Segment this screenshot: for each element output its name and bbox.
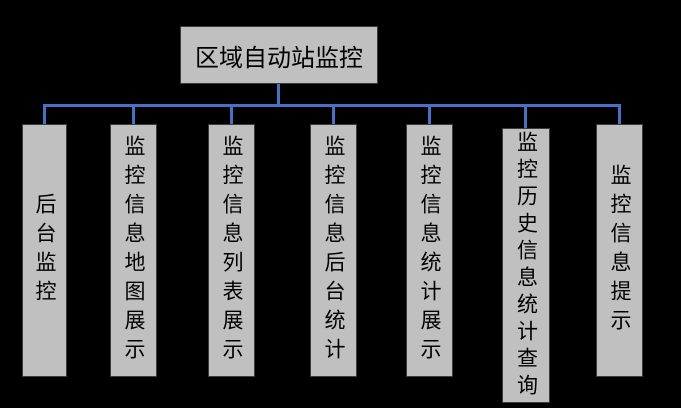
connector-drop-7 [618,104,621,124]
leaf-node-label: 监控信息统计展示 [418,134,442,367]
leaf-node-1: 后台监控 [22,124,67,377]
leaf-node-3: 监控信息列表展示 [208,124,255,377]
leaf-node-label: 监控历史信息统计查询 [514,130,539,401]
connector-trunk [277,84,280,104]
connector-drop-3 [230,104,233,124]
leaf-node-2: 监控信息地图展示 [110,124,157,377]
leaf-node-label: 监控信息提示 [608,163,632,338]
connector-drop-1 [43,104,46,124]
connector-drop-5 [428,104,431,124]
connector-drop-6 [524,104,527,128]
root-node: 区域自动站监控 [180,26,378,84]
leaf-node-label: 监控信息列表展示 [220,134,244,367]
leaf-node-label: 后台监控 [33,192,57,309]
leaf-node-5: 监控信息统计展示 [406,124,453,377]
leaf-node-4: 监控信息后台统计 [310,124,357,377]
connector-drop-2 [132,104,135,124]
leaf-node-label: 监控信息后台统计 [322,134,346,367]
leaf-node-7: 监控信息提示 [596,124,643,377]
leaf-node-6: 监控历史信息统计查询 [502,128,550,403]
connector-drop-4 [332,104,335,124]
leaf-node-label: 监控信息地图展示 [122,134,146,367]
root-node-label: 区域自动站监控 [195,43,363,72]
